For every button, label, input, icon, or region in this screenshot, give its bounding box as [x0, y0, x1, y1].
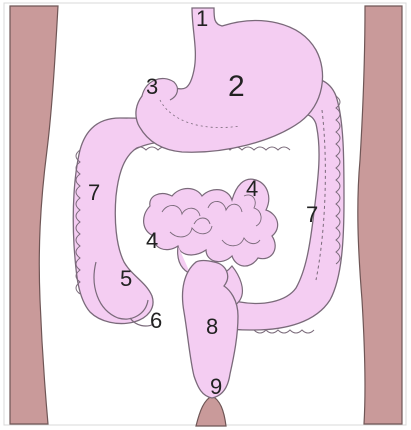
label-cecum: 5	[120, 266, 132, 291]
label-rectum: 9	[210, 374, 222, 399]
label-small-intestine-upper: 4	[246, 176, 258, 201]
label-appendix: 6	[150, 308, 162, 333]
label-colon-right: 7	[306, 202, 318, 227]
label-colon-left: 7	[88, 180, 100, 205]
label-sigmoid: 8	[206, 314, 218, 339]
label-small-intestine-lower: 4	[146, 228, 158, 253]
label-stomach: 2	[228, 70, 245, 103]
body-wall-right	[358, 6, 402, 424]
label-esophagus: 1	[196, 6, 208, 31]
label-duodenum: 3	[146, 74, 158, 99]
